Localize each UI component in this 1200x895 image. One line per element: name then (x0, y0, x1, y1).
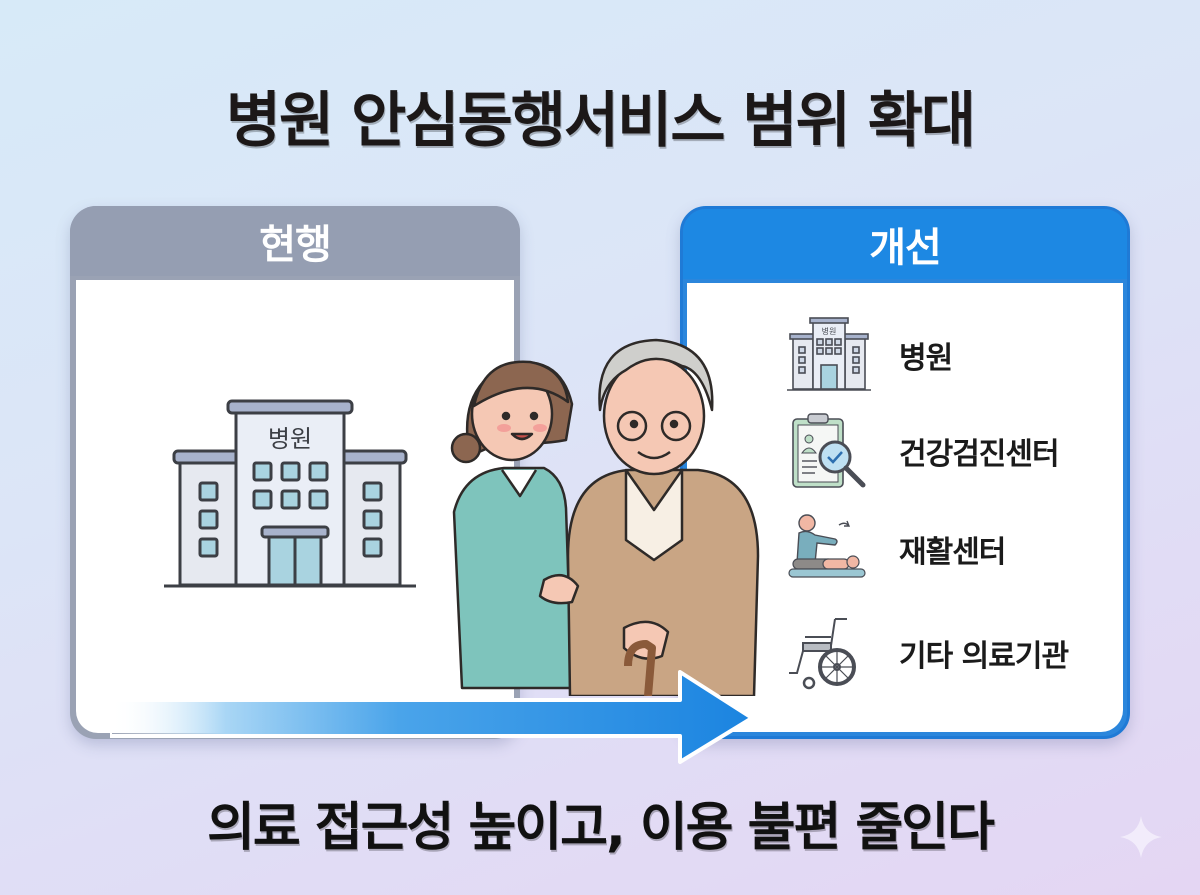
facility-item-health-checkup: 건강검진센터 (787, 411, 1060, 491)
current-card: 현행 (70, 206, 520, 739)
nurse-and-elderly-illustration (450, 338, 760, 696)
facility-item-rehab-center: 재활센터 (787, 509, 1006, 589)
facility-label: 병원 (899, 341, 953, 376)
hospital-building-icon: 병원 (164, 399, 416, 588)
improved-card: 개선 병원 병원 (680, 206, 1130, 739)
rehabilitation-therapy-icon (788, 514, 866, 578)
facility-item-other-medical: 기타 의료기관 (787, 613, 1069, 693)
hospital-sign: 병원 (268, 425, 312, 453)
svg-text:병원: 병원 (822, 327, 837, 336)
facility-label: 재활센터 (899, 535, 1006, 570)
page-title: 병원 안심동행서비스 범위 확대 (225, 86, 976, 156)
current-card-header: 현행 (70, 206, 520, 276)
hospital-building-icon: 병원 (787, 317, 871, 391)
improved-card-body: 병원 병원 건강검진센터 (687, 283, 1123, 732)
clipboard-magnifier-check-icon (792, 413, 866, 488)
facility-item-hospital: 병원 병원 (787, 315, 953, 395)
sparkle-icon (1120, 816, 1162, 858)
facility-label: 건강검진센터 (899, 437, 1060, 472)
facility-label: 기타 의료기관 (899, 639, 1069, 674)
page-subtitle: 의료 접근성 높이고, 이용 불편 줄인다 (207, 798, 995, 858)
progress-arrow-icon (110, 670, 754, 764)
wheelchair-icon (789, 618, 856, 690)
improved-card-header: 개선 (683, 209, 1127, 279)
